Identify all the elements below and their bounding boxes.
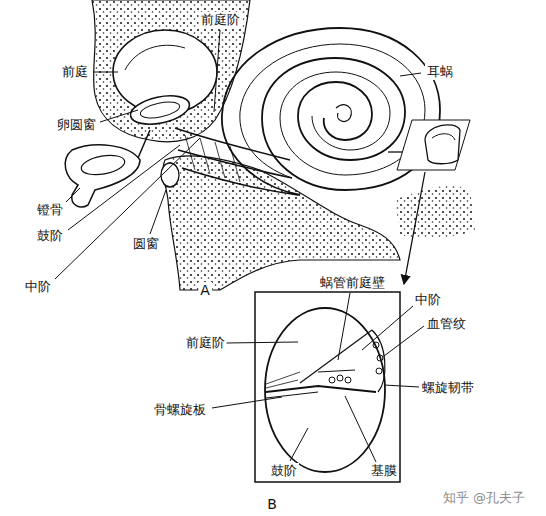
part-label: 前庭阶 bbox=[184, 335, 227, 351]
vestibule bbox=[113, 30, 217, 129]
watermark: 知乎 @孔夫子 bbox=[441, 490, 527, 506]
part-label: 螺旋韧带 bbox=[420, 380, 476, 396]
part-label: 中阶 bbox=[413, 292, 443, 308]
panel-letter: A bbox=[198, 282, 212, 298]
part-label: 鼓阶 bbox=[269, 463, 299, 479]
part-label: 卵圆窗 bbox=[55, 117, 98, 133]
temporal-bone bbox=[92, 0, 475, 290]
part-label: 蜗管前庭壁 bbox=[318, 275, 387, 291]
part-label: 基膜 bbox=[369, 463, 399, 479]
part-label: 血管纹 bbox=[425, 316, 468, 332]
part-label: 圆窗 bbox=[131, 236, 161, 252]
part-label: 耳蜗 bbox=[425, 64, 455, 80]
part-label: 骨螺旋板 bbox=[152, 402, 208, 418]
cross-section-b bbox=[255, 292, 400, 482]
panel-letter: B bbox=[265, 496, 279, 512]
stapes bbox=[65, 130, 150, 207]
part-label: 前庭阶 bbox=[199, 12, 242, 28]
leader-lines bbox=[55, 30, 424, 462]
part-label: 镫骨 bbox=[35, 202, 65, 218]
part-label: 前庭 bbox=[60, 64, 90, 80]
part-label: 鼓阶 bbox=[35, 228, 65, 244]
part-label: 中阶 bbox=[23, 279, 53, 295]
section-arrows bbox=[388, 120, 470, 284]
